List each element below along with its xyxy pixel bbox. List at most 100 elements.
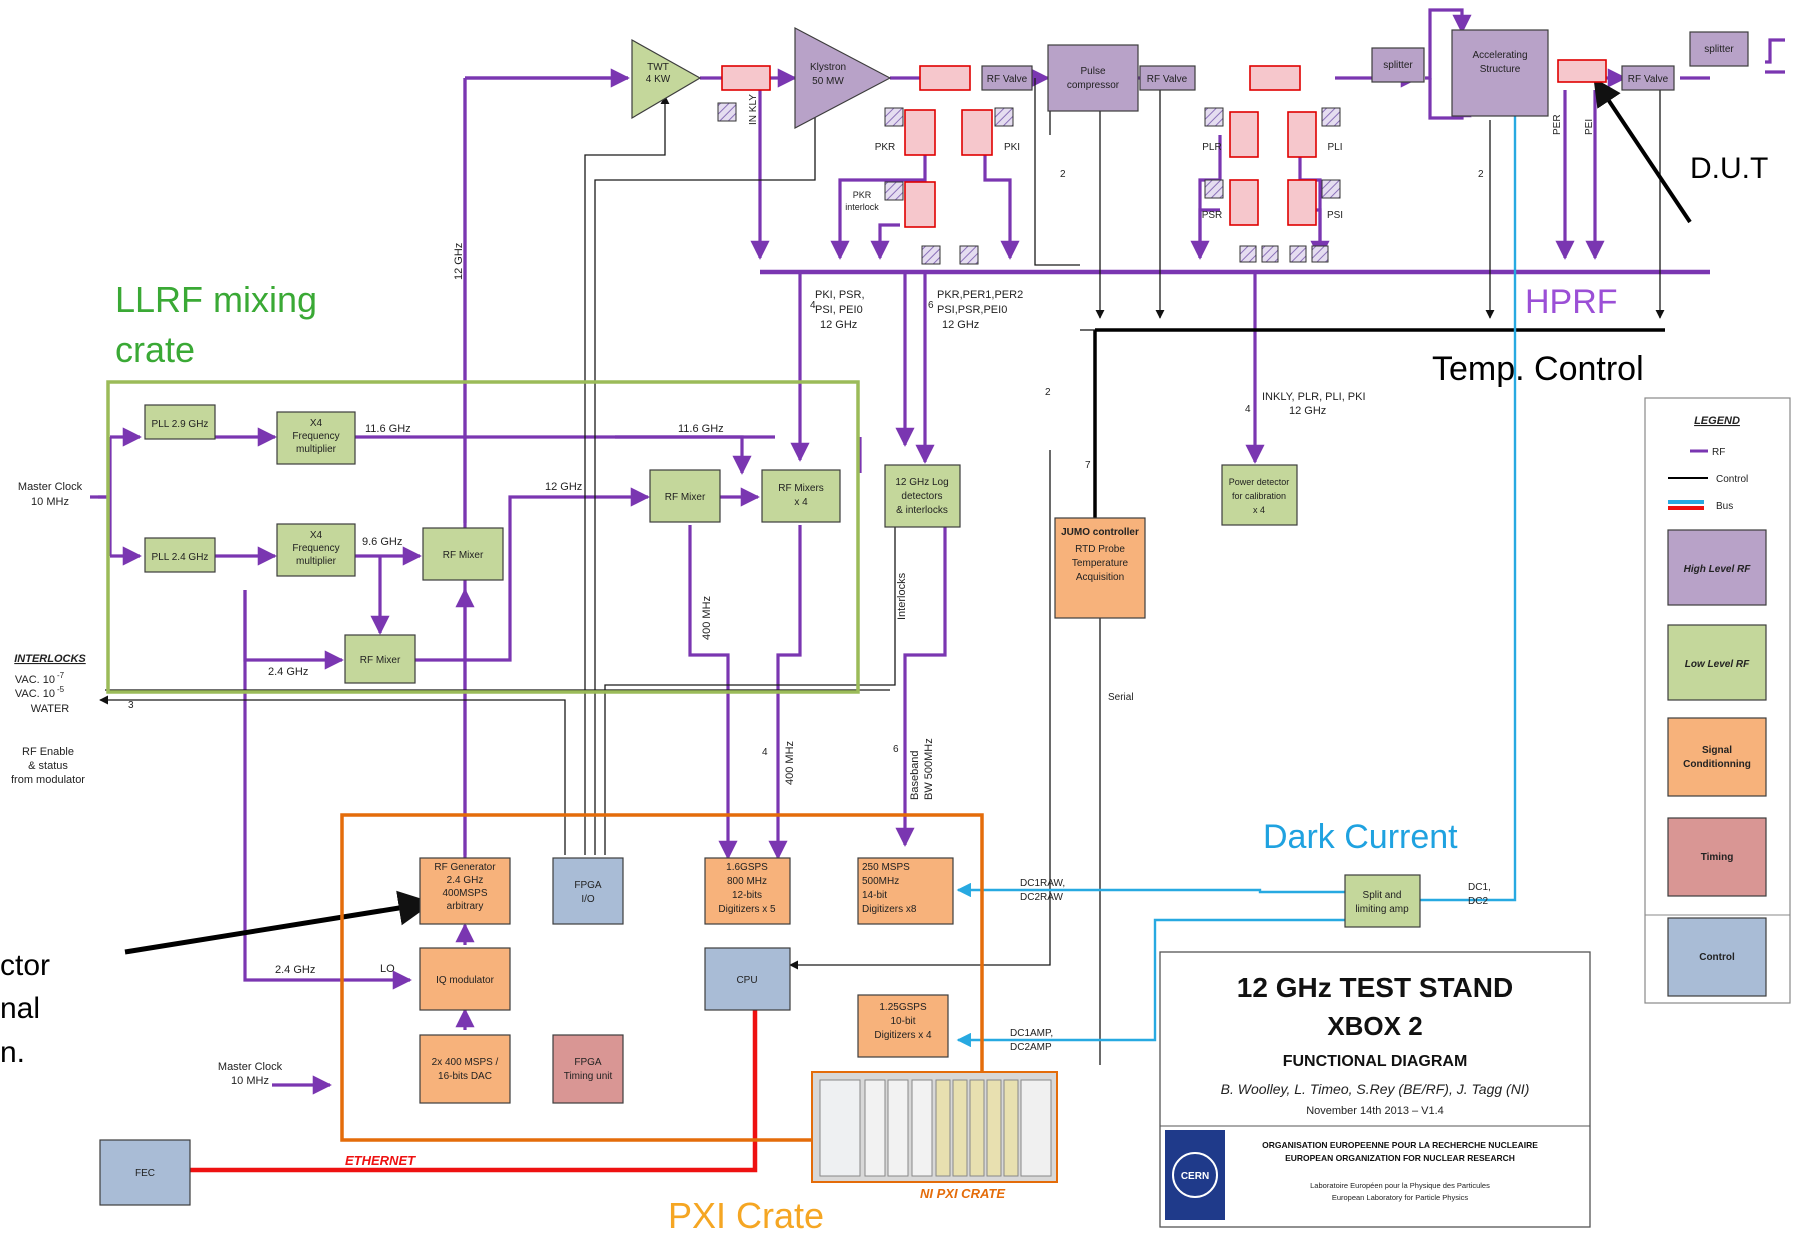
svg-text:RF Enable: RF Enable bbox=[22, 746, 74, 758]
svg-text:1.6GSPS: 1.6GSPS bbox=[726, 862, 768, 873]
svg-text:12 GHz Log: 12 GHz Log bbox=[895, 477, 948, 488]
svg-text:Control: Control bbox=[1699, 952, 1735, 963]
coupler-pkr bbox=[905, 110, 935, 155]
hprf-chain: TWT 4 KW Klystron 50 MW RF Valve Pulse c… bbox=[632, 28, 1748, 264]
svg-text:3: 3 bbox=[128, 700, 134, 711]
svg-text:250 MSPS: 250 MSPS bbox=[862, 862, 910, 873]
svg-text:12 GHz: 12 GHz bbox=[820, 319, 857, 331]
svg-text:Conditionning: Conditionning bbox=[1683, 759, 1751, 770]
legend: LEGEND RF Control Bus High Level RF Low … bbox=[1645, 398, 1790, 1003]
svg-text:12 GHz: 12 GHz bbox=[453, 243, 465, 280]
svg-text:compressor: compressor bbox=[1067, 80, 1120, 91]
svg-text:-7: -7 bbox=[57, 671, 65, 680]
svg-text:WATER: WATER bbox=[31, 703, 70, 715]
coupler-psi bbox=[1288, 180, 1316, 225]
svg-text:High Level RF: High Level RF bbox=[1684, 564, 1752, 575]
svg-text:INTERLOCKS: INTERLOCKS bbox=[14, 653, 86, 665]
svg-text:12 GHz: 12 GHz bbox=[1289, 405, 1326, 417]
svg-text:PSI, PEI0: PSI, PEI0 bbox=[815, 304, 863, 316]
load-in-kly bbox=[718, 103, 736, 121]
fpga-timing bbox=[553, 1035, 623, 1103]
svg-text:Laboratoire Européen pour la P: Laboratoire Européen pour la Physique de… bbox=[1310, 1181, 1490, 1190]
svg-text:splitter: splitter bbox=[1383, 60, 1413, 71]
svg-text:1.25GSPS: 1.25GSPS bbox=[879, 1002, 927, 1013]
coupler-plr bbox=[1230, 112, 1258, 157]
svg-text:12-bits: 12-bits bbox=[732, 890, 762, 901]
svg-text:multiplier: multiplier bbox=[296, 444, 337, 455]
svg-text:DC2AMP: DC2AMP bbox=[1010, 1042, 1052, 1053]
svg-text:RF Valve: RF Valve bbox=[987, 74, 1028, 85]
temp-control-label: Temp. Control bbox=[1432, 350, 1644, 388]
svg-text:TWT: TWT bbox=[647, 62, 669, 73]
svg-text:PLR: PLR bbox=[1202, 142, 1221, 153]
svg-text:INKLY, PLR, PLI, PKI: INKLY, PLR, PLI, PKI bbox=[1262, 391, 1366, 403]
svg-text:2.4 GHz: 2.4 GHz bbox=[275, 964, 315, 976]
svg-text:Timing: Timing bbox=[1701, 852, 1734, 863]
ni-pxi-crate-image bbox=[812, 1072, 1057, 1182]
svg-text:Digitizers x 4: Digitizers x 4 bbox=[874, 1030, 932, 1041]
svg-text:RF Valve: RF Valve bbox=[1147, 74, 1188, 85]
svg-text:detectors: detectors bbox=[901, 491, 942, 502]
svg-text:400MSPS: 400MSPS bbox=[442, 888, 487, 899]
svg-text:RTD Probe: RTD Probe bbox=[1075, 544, 1125, 555]
svg-text:Split and: Split and bbox=[1363, 890, 1402, 901]
svg-text:& interlocks: & interlocks bbox=[896, 505, 948, 516]
svg-text:Bus: Bus bbox=[1716, 501, 1733, 512]
svg-text:Signal: Signal bbox=[1702, 745, 1732, 756]
pulse-compressor bbox=[1048, 45, 1138, 111]
svg-text:6: 6 bbox=[893, 744, 899, 755]
svg-text:Frequency: Frequency bbox=[292, 431, 339, 442]
svg-text:PKR: PKR bbox=[875, 142, 896, 153]
svg-text:DC2RAW: DC2RAW bbox=[1020, 892, 1064, 903]
vector-label-line1: ctor bbox=[0, 949, 50, 982]
svg-text:X4: X4 bbox=[310, 530, 323, 541]
coupler-pli bbox=[1288, 112, 1316, 157]
hprf-label: HPRF bbox=[1525, 283, 1618, 321]
svg-text:Accelerating: Accelerating bbox=[1472, 50, 1527, 61]
svg-text:Acquisition: Acquisition bbox=[1076, 572, 1124, 583]
svg-text:Power detector: Power detector bbox=[1229, 477, 1290, 487]
svg-text:2x 400 MSPS /: 2x 400 MSPS / bbox=[432, 1057, 499, 1068]
svg-text:2.4 GHz: 2.4 GHz bbox=[447, 875, 484, 886]
title-block: 12 GHz TEST STAND XBOX 2 FUNCTIONAL DIAG… bbox=[1160, 952, 1590, 1227]
svg-text:XBOX 2: XBOX 2 bbox=[1327, 1011, 1422, 1041]
svg-text:NI PXI CRATE: NI PXI CRATE bbox=[920, 1186, 1005, 1201]
svg-text:interlock: interlock bbox=[845, 202, 879, 212]
svg-text:DC1AMP,: DC1AMP, bbox=[1010, 1028, 1053, 1039]
svg-text:PLL 2.9 GHz: PLL 2.9 GHz bbox=[152, 419, 209, 430]
svg-text:10 MHz: 10 MHz bbox=[231, 1075, 269, 1087]
svg-text:Timing unit: Timing unit bbox=[564, 1071, 613, 1082]
vector-label-line2: nal bbox=[0, 992, 40, 1025]
svg-text:Klystron: Klystron bbox=[810, 62, 846, 73]
svg-text:CERN: CERN bbox=[1181, 1171, 1209, 1182]
svg-text:PKR: PKR bbox=[853, 190, 872, 200]
coupler-pki bbox=[962, 110, 992, 155]
svg-text:FPGA: FPGA bbox=[574, 1057, 602, 1068]
svg-text:DC2: DC2 bbox=[1468, 896, 1488, 907]
svg-text:limiting amp: limiting amp bbox=[1355, 904, 1409, 915]
svg-text:FPGA: FPGA bbox=[574, 880, 602, 891]
svg-text:2: 2 bbox=[1478, 169, 1484, 180]
svg-text:DC1RAW,: DC1RAW, bbox=[1020, 878, 1065, 889]
svg-text:RF Mixer: RF Mixer bbox=[665, 492, 706, 503]
svg-text:PKI: PKI bbox=[1004, 142, 1020, 153]
svg-text:B. Woolley, L. Timeo, S.Rey (B: B. Woolley, L. Timeo, S.Rey (BE/RF), J. … bbox=[1221, 1081, 1530, 1097]
svg-text:VAC. 10: VAC. 10 bbox=[15, 688, 55, 700]
coupler-psr bbox=[1230, 180, 1258, 225]
svg-text:11.6 GHz: 11.6 GHz bbox=[365, 423, 411, 435]
svg-text:RF Mixer: RF Mixer bbox=[360, 655, 401, 666]
svg-text:x 4: x 4 bbox=[794, 497, 808, 508]
svg-text:16-bits DAC: 16-bits DAC bbox=[438, 1071, 492, 1082]
svg-text:Serial: Serial bbox=[1108, 692, 1134, 703]
coupler-klystron-out bbox=[920, 66, 970, 90]
svg-text:ETHERNET: ETHERNET bbox=[345, 1153, 416, 1168]
svg-text:CPU: CPU bbox=[736, 975, 757, 986]
svg-text:PER: PER bbox=[1552, 114, 1563, 135]
svg-text:Master Clock: Master Clock bbox=[218, 1061, 283, 1073]
svg-text:European Laboratory for Partic: European Laboratory for Particle Physics bbox=[1332, 1193, 1469, 1202]
svg-text:RF: RF bbox=[1712, 447, 1725, 458]
svg-text:50 MW: 50 MW bbox=[812, 76, 844, 87]
svg-text:FEC: FEC bbox=[135, 1168, 155, 1179]
svg-text:arbitrary: arbitrary bbox=[447, 901, 484, 912]
